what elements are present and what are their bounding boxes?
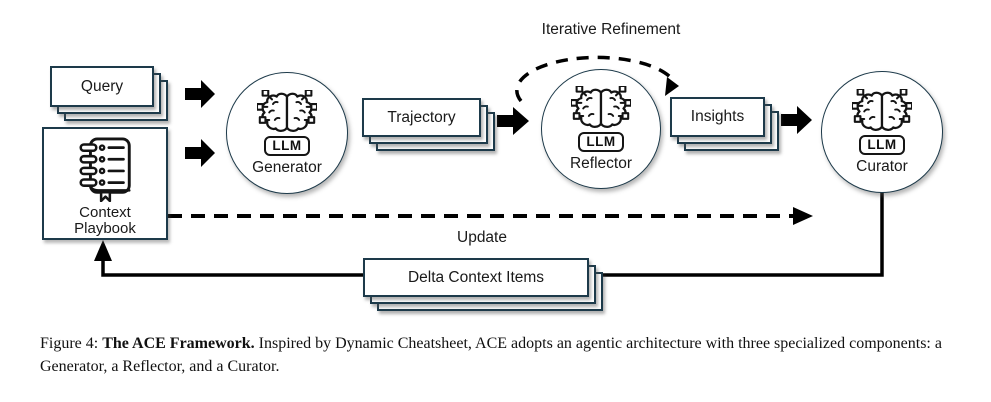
refinement-arrowhead [665, 77, 679, 96]
arrow-insights-to-curator [781, 106, 812, 134]
llm-brain-icon [852, 89, 912, 134]
trajectory-label: Trajectory [387, 108, 456, 126]
trajectory-box-front: Trajectory [362, 98, 481, 137]
generator-label: Generator [252, 158, 322, 176]
insights-box-front: Insights [670, 97, 765, 137]
delta-box-front: Delta Context Items [363, 258, 589, 297]
llm-badge: LLM [859, 134, 905, 155]
generator-node: LLM Generator [226, 72, 348, 194]
insights-box: Insights [670, 97, 779, 151]
llm-badge: LLM [578, 131, 624, 152]
reflector-label: Reflector [569, 154, 633, 172]
context-playbook-box: Context Playbook [42, 127, 168, 240]
caption-prefix: Figure 4: [40, 335, 103, 352]
query-box-front: Query [50, 66, 154, 107]
caption-title: The ACE Framework. [102, 335, 255, 352]
llm-badge: LLM [264, 135, 310, 156]
query-box: Query [50, 66, 168, 121]
iterative-refinement-label: Iterative Refinement [541, 21, 681, 38]
ace-framework-diagram: Query Trajectory Insights Delta Context … [42, 21, 943, 311]
context-playbook-label: Context Playbook [74, 205, 136, 237]
delta-context-items-label: Delta Context Items [407, 268, 545, 286]
feedback-arrowhead [94, 240, 112, 261]
query-label: Query [80, 77, 124, 95]
playbook-label-line1: Context [79, 204, 131, 221]
update-label: Update [457, 229, 507, 246]
delta-context-items-box: Delta Context Items [363, 258, 603, 311]
llm-brain-icon [571, 86, 631, 131]
reflector-node: LLM Reflector [541, 69, 661, 189]
arrow-trajectory-to-reflector [497, 107, 529, 135]
arrow-query-to-generator [185, 80, 215, 108]
figure-caption: Figure 4: The ACE Framework. Inspired by… [40, 332, 956, 378]
playbook-label-line2: Playbook [74, 220, 136, 237]
curator-node: LLM Curator [821, 71, 943, 193]
arrow-playbook-to-generator [185, 139, 215, 167]
curator-label: Curator [856, 157, 908, 175]
llm-brain-icon [257, 90, 317, 135]
update-arrowhead [793, 207, 813, 225]
insights-label: Insights [690, 108, 745, 125]
notebook-icon [74, 136, 136, 202]
trajectory-box: Trajectory [362, 98, 495, 151]
caption-body: Inspired by Dynamic Cheatsheet, ACE adop… [40, 335, 942, 375]
